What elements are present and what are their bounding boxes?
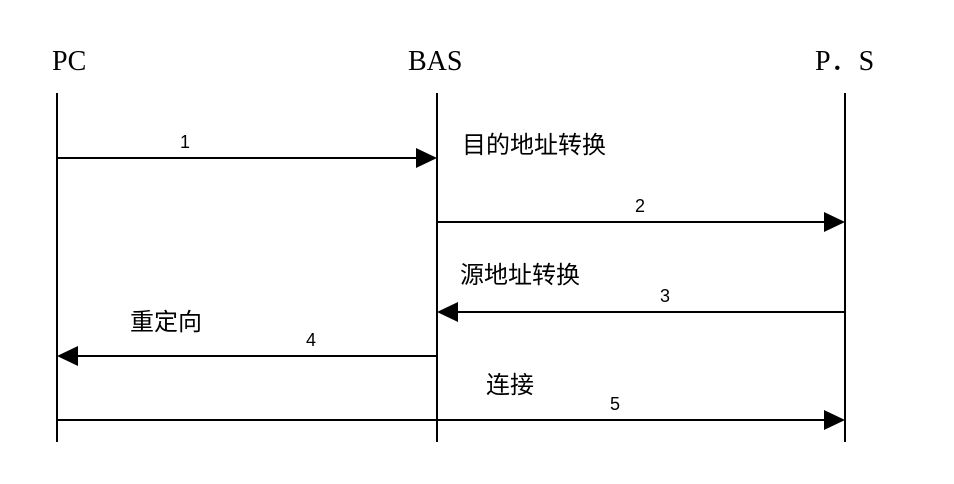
participant-ps-label: P．S <box>815 46 874 77</box>
message-2-step-label: 2 <box>635 196 645 216</box>
message-2: 2 <box>437 196 845 232</box>
message-3-step-label: 3 <box>660 286 670 306</box>
message-5-note: 连接 <box>486 371 534 399</box>
message-3-arrowhead <box>437 302 458 322</box>
participant-bas-label: BAS <box>408 46 462 77</box>
message-4-arrowhead <box>57 346 78 366</box>
message-3: 3 <box>437 286 845 322</box>
message-3-note: 源地址转换 <box>460 261 580 289</box>
message-4: 4 <box>57 330 437 366</box>
message-1-arrowhead <box>416 148 437 168</box>
message-2-arrowhead <box>824 212 845 232</box>
message-5: 5 <box>57 394 845 430</box>
message-2-note: 目的地址转换 <box>462 131 606 159</box>
message-5-arrowhead <box>824 410 845 430</box>
message-5-step-label: 5 <box>610 394 620 414</box>
message-4-note: 重定向 <box>130 308 202 336</box>
message-1-step-label: 1 <box>180 132 190 152</box>
message-4-step-label: 4 <box>306 330 316 350</box>
message-1: 1 <box>57 132 437 168</box>
participant-pc-label: PC <box>52 46 86 77</box>
